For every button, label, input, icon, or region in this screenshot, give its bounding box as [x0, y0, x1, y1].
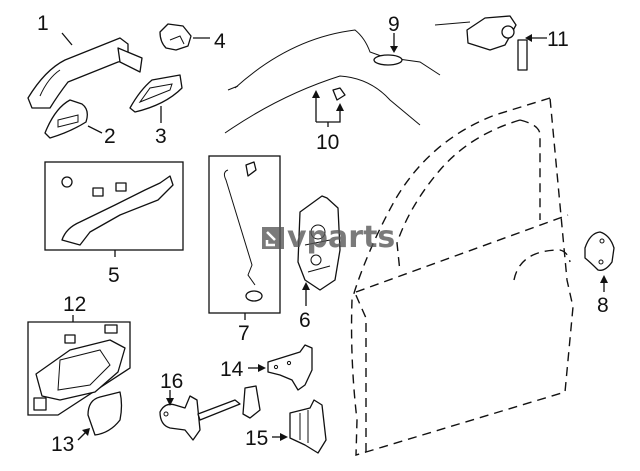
inside-handle-kit[interactable]	[27, 315, 131, 416]
callout-2[interactable]: 2	[104, 125, 116, 148]
callout-16[interactable]: 16	[160, 370, 183, 393]
upper-hinge[interactable]	[248, 344, 313, 391]
watermark-text: vparts	[287, 220, 395, 255]
handle-base[interactable]	[129, 74, 183, 113]
cylinder-cap[interactable]	[159, 23, 192, 51]
striker[interactable]	[584, 231, 615, 292]
callout-9[interactable]: 9	[388, 13, 400, 36]
door-outline	[350, 97, 574, 456]
outside-handle[interactable]	[27, 37, 143, 109]
callout-10[interactable]: 10	[316, 131, 339, 154]
lock-rod-kit[interactable]	[208, 155, 281, 320]
lower-hinge[interactable]	[272, 399, 327, 454]
callout-15[interactable]: 15	[245, 427, 268, 450]
callout-7[interactable]: 7	[238, 322, 250, 345]
callout-14[interactable]: 14	[220, 358, 244, 381]
callout-4[interactable]: 4	[214, 30, 226, 53]
callout-8[interactable]: 8	[597, 294, 609, 317]
lock-cylinder-with-keys[interactable]	[434, 15, 547, 71]
callout-11[interactable]: 11	[547, 28, 569, 51]
callout-12[interactable]: 12	[63, 293, 86, 316]
lock-cable[interactable]	[224, 75, 421, 134]
callout-5[interactable]: 5	[108, 264, 120, 287]
callout-6[interactable]: 6	[299, 309, 311, 332]
callout-13[interactable]: 13	[51, 433, 74, 456]
callout-3[interactable]: 3	[155, 125, 167, 148]
door-lock-actuator[interactable]	[297, 195, 341, 306]
handle-cover[interactable]	[44, 99, 88, 139]
inside-handle-cable[interactable]	[227, 29, 441, 91]
handle-bracket-kit[interactable]	[44, 161, 184, 257]
door-check[interactable]	[159, 385, 261, 441]
watermark: vparts	[262, 220, 395, 255]
inside-handle-cover[interactable]	[77, 391, 123, 441]
callout-1[interactable]: 1	[37, 12, 49, 35]
